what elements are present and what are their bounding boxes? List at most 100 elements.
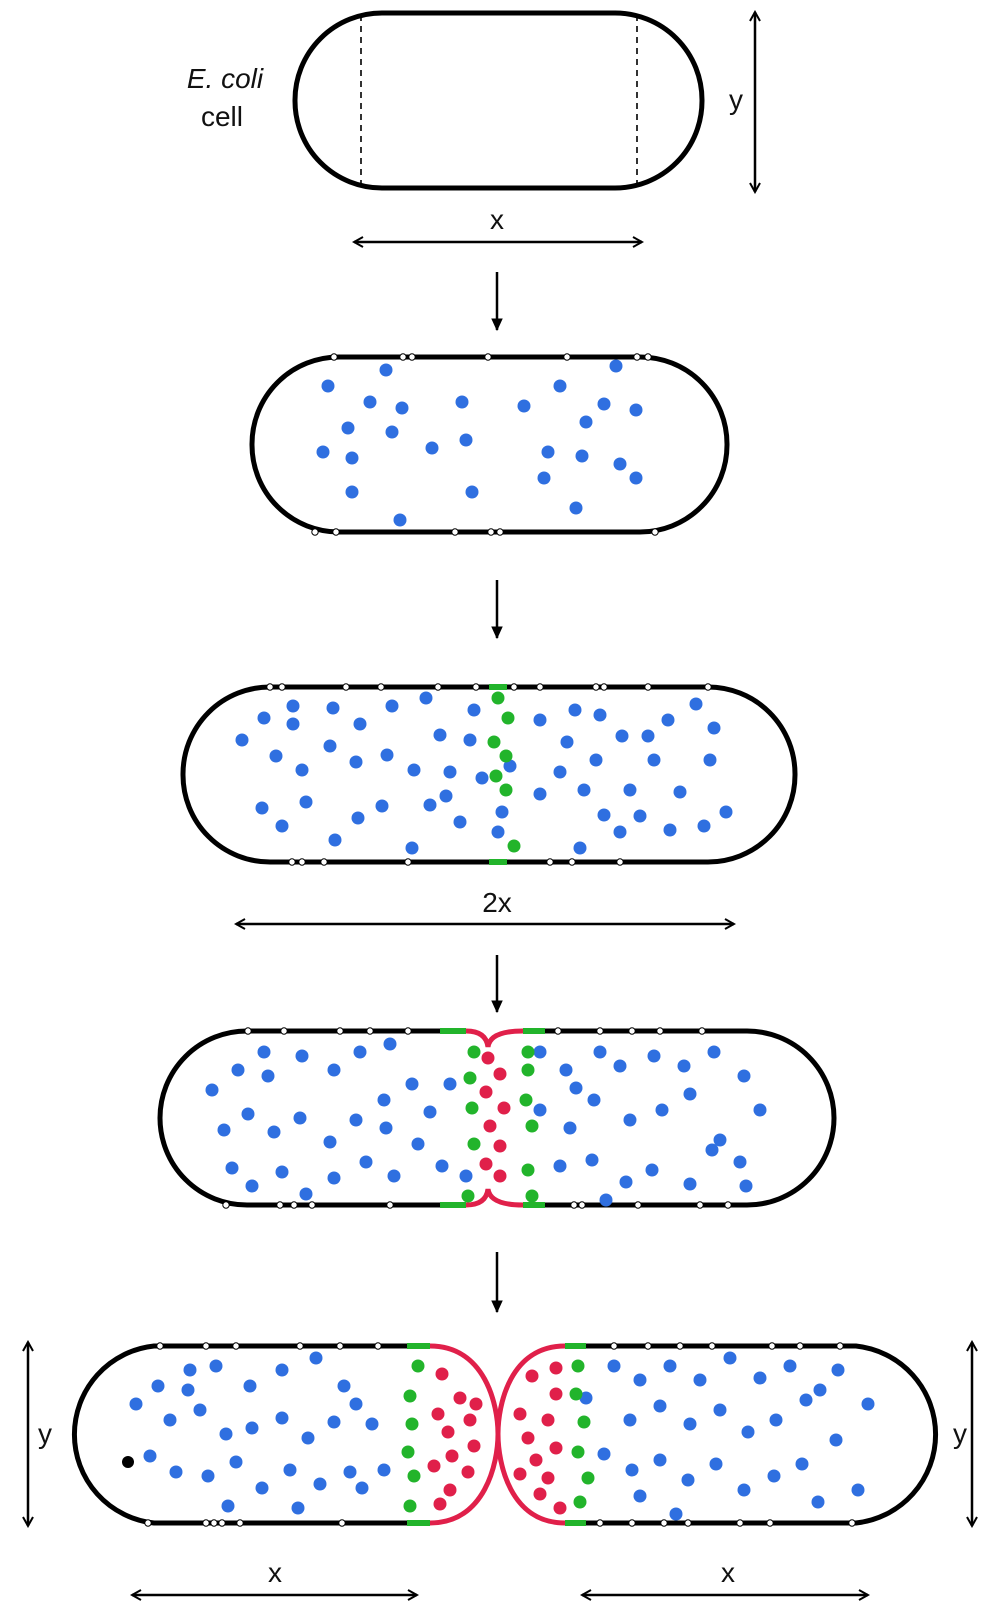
membrane-marker [211, 1520, 217, 1526]
membrane-marker [657, 1028, 663, 1034]
blue-dot [460, 434, 473, 447]
membrane-marker [337, 1343, 343, 1349]
blue-dot [294, 1112, 307, 1125]
blue-dot [554, 380, 567, 393]
right-height-label: y [953, 1418, 967, 1449]
blue-dot [242, 1108, 255, 1121]
membrane-marker [497, 529, 503, 535]
membrane-marker [337, 1028, 343, 1034]
green-dot [502, 712, 515, 725]
blue-dot [460, 1170, 473, 1183]
blue-dot [300, 796, 313, 809]
membrane-marker [277, 1202, 283, 1208]
membrane-marker [473, 684, 479, 690]
blue-dot [338, 1380, 351, 1393]
blue-dot [324, 740, 337, 753]
membrane-marker [769, 1343, 775, 1349]
right-outline [537, 1031, 834, 1205]
blue-dot [258, 1046, 271, 1059]
membrane-marker [405, 859, 411, 865]
blue-dot [380, 364, 393, 377]
membrane-marker [343, 684, 349, 690]
membrane-marker [849, 1520, 855, 1526]
membrane-marker [331, 354, 337, 360]
red-dot [542, 1414, 555, 1427]
blue-dot [634, 1374, 647, 1387]
membrane-marker [309, 1202, 315, 1208]
membrane-marker [579, 1202, 585, 1208]
membrane-marker [564, 354, 570, 360]
blue-dot [317, 446, 330, 459]
membrane-marker [333, 529, 339, 535]
height-label: y [729, 84, 743, 115]
blue-dot [376, 800, 389, 813]
membrane-marker [223, 1202, 229, 1208]
blue-dot [694, 1374, 707, 1387]
membrane-marker [645, 354, 651, 360]
blue-dot [310, 1352, 323, 1365]
green-dot [522, 1064, 535, 1077]
membrane-marker [677, 1343, 683, 1349]
membrane-marker [725, 1202, 731, 1208]
blue-dot [328, 1416, 341, 1429]
green-dot [490, 770, 503, 783]
membrane-marker [593, 684, 599, 690]
membrane-marker [661, 1520, 667, 1526]
blue-dot [754, 1104, 767, 1117]
red-dot [468, 1440, 481, 1453]
blue-dot [130, 1398, 143, 1411]
blue-dot [742, 1426, 755, 1439]
new-pole-top [466, 1031, 523, 1047]
red-dot [550, 1442, 563, 1455]
membrane-marker [555, 1028, 561, 1034]
green-dot [526, 1190, 539, 1203]
membrane-marker [409, 354, 415, 360]
new-pole-bottom [466, 1189, 523, 1205]
membrane-marker [378, 684, 384, 690]
blue-dot [244, 1380, 257, 1393]
red-dot [550, 1388, 563, 1401]
blue-dot [534, 1104, 547, 1117]
blue-dot [648, 754, 661, 767]
blue-dot [662, 714, 675, 727]
blue-dot [684, 1418, 697, 1431]
blue-dot [276, 820, 289, 833]
blue-dot [620, 1176, 633, 1189]
green-dot [574, 1496, 587, 1509]
green-dot [488, 736, 501, 749]
cell-material-dots [206, 1038, 767, 1207]
blue-dot [344, 1466, 357, 1479]
membrane-marker [511, 684, 517, 690]
blue-dot [800, 1394, 813, 1407]
membrane-marker [145, 1520, 151, 1526]
green-dot [404, 1390, 417, 1403]
membrane-marker [233, 1343, 239, 1349]
blue-dot [328, 1064, 341, 1077]
blue-dot [832, 1364, 845, 1377]
membrane-marker [452, 529, 458, 535]
red-dot [550, 1362, 563, 1375]
cell-material-dots [130, 1352, 875, 1521]
blue-dot [614, 1060, 627, 1073]
blue-dot [706, 1144, 719, 1157]
blue-dot [852, 1484, 865, 1497]
blue-dot [388, 1170, 401, 1183]
red-dot [442, 1426, 455, 1439]
red-dot [428, 1460, 441, 1473]
blue-dot [578, 784, 591, 797]
blue-dot [386, 426, 399, 439]
blue-dot [554, 766, 567, 779]
blue-dot [342, 422, 355, 435]
blue-dot [314, 1478, 327, 1491]
membrane-marker [705, 684, 711, 690]
blue-dot [327, 702, 340, 715]
red-dot [554, 1502, 567, 1515]
red-dot [526, 1370, 539, 1383]
green-dot [526, 1120, 539, 1133]
blue-dot [684, 1088, 697, 1101]
blue-dot [350, 1114, 363, 1127]
blue-dot [634, 810, 647, 823]
blue-dot [664, 824, 677, 837]
cell-label: cell [201, 101, 243, 132]
blue-dot [256, 802, 269, 815]
